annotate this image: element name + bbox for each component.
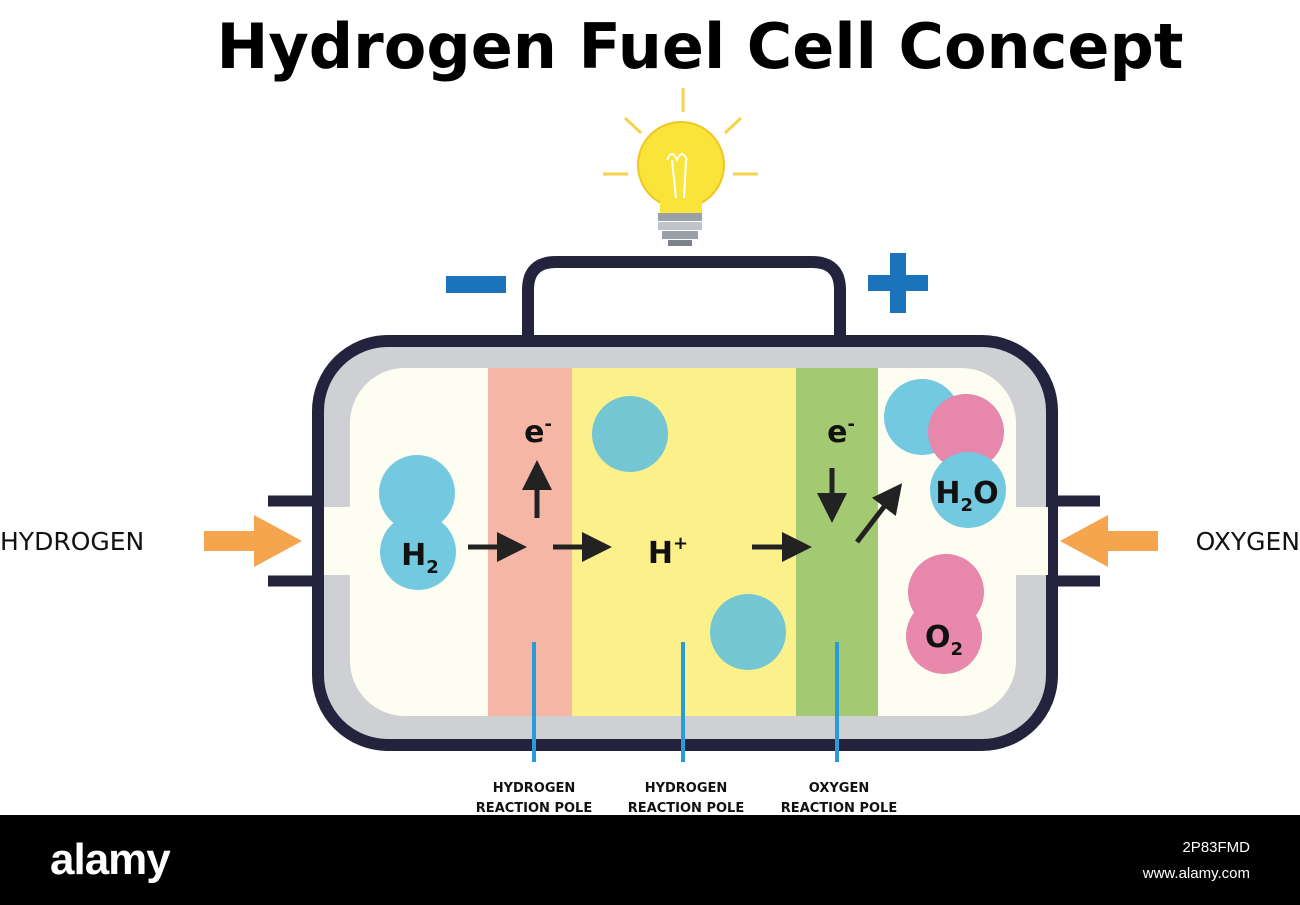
proton	[710, 594, 786, 670]
h-plus-label: H+	[648, 533, 688, 571]
h2-label: H2	[401, 538, 439, 578]
light-bulb-icon	[603, 88, 758, 246]
image-id: 2P83FMD	[1182, 839, 1250, 856]
page-title: Hydrogen Fuel Cell Concept	[217, 10, 1184, 83]
fuel-cell-diagram: Hydrogen Fuel Cell Concept	[0, 10, 1300, 815]
h2-atom	[380, 514, 456, 590]
circuit-wire	[522, 256, 846, 345]
alamy-logo: alamy	[50, 835, 171, 884]
negative-terminal-icon	[446, 276, 506, 293]
watermark-footer: alamy 2P83FMD www.alamy.com	[0, 815, 1300, 905]
hydrogen-input-label: HYDROGEN	[0, 527, 144, 556]
o2-label: O2	[925, 620, 963, 660]
positive-terminal-icon	[868, 253, 928, 313]
flow-arrow-icons	[468, 460, 903, 562]
proton	[592, 396, 668, 472]
oxygen-inflow-arrow-icon	[1060, 515, 1158, 567]
molecules	[379, 379, 1006, 674]
site-url: www.alamy.com	[1142, 865, 1250, 882]
electron-label-right: e-	[827, 414, 855, 450]
h2o-label: H2O	[935, 476, 998, 516]
electron-label-left: e-	[524, 414, 552, 450]
pole-lines	[532, 642, 839, 762]
hydrogen-inflow-arrow-icon	[204, 515, 302, 567]
oxygen-input-label: OXYGEN	[1196, 527, 1300, 556]
h2-atom	[379, 455, 455, 531]
